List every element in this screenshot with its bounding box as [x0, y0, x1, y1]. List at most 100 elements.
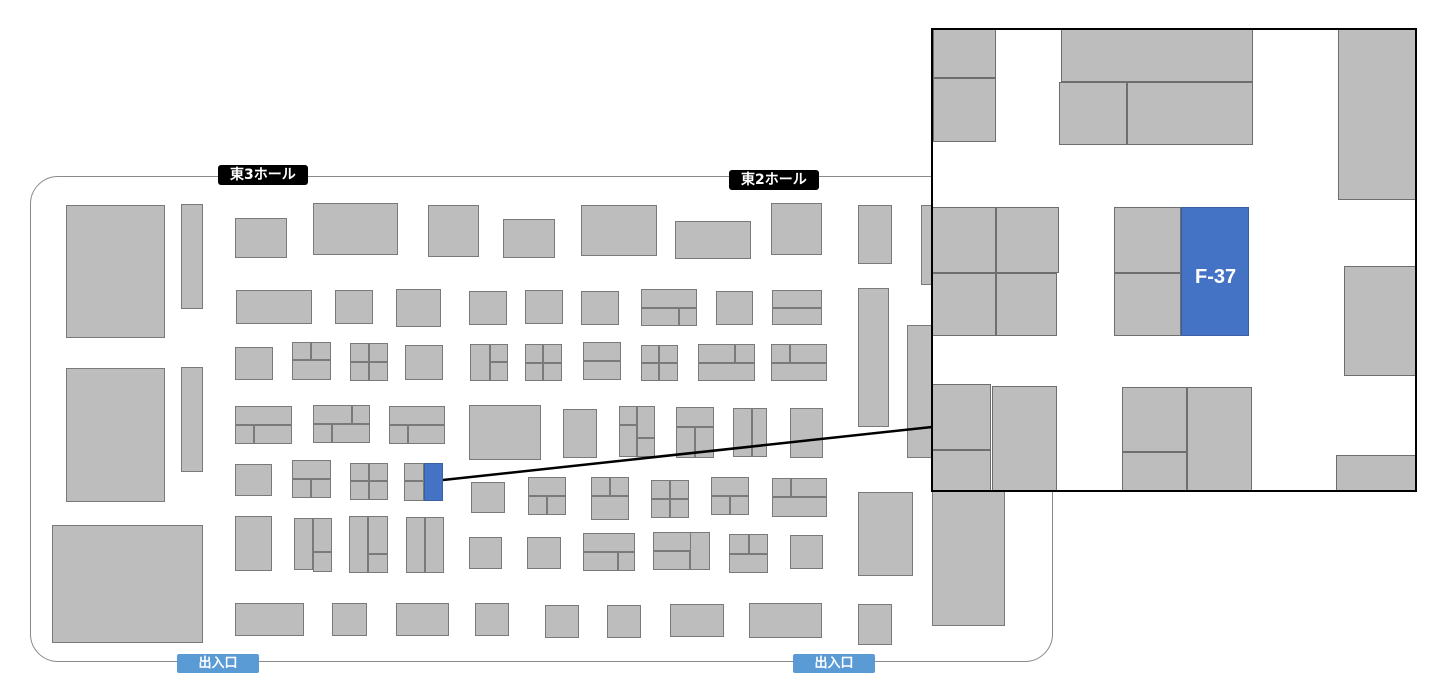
booth[interactable] — [235, 218, 287, 258]
booth[interactable] — [858, 205, 892, 264]
booth[interactable] — [581, 205, 657, 256]
booth[interactable] — [749, 534, 768, 554]
booth[interactable] — [235, 464, 272, 496]
booth[interactable] — [618, 552, 635, 571]
booth[interactable] — [236, 290, 312, 324]
booth[interactable] — [711, 496, 730, 515]
booth[interactable] — [563, 409, 597, 458]
booth[interactable] — [695, 427, 714, 458]
booth[interactable] — [313, 405, 352, 424]
booth[interactable] — [469, 537, 502, 569]
booth[interactable] — [583, 361, 621, 380]
booth[interactable] — [653, 551, 690, 570]
booth[interactable] — [690, 532, 710, 570]
booth[interactable] — [932, 491, 1005, 626]
booth[interactable] — [313, 203, 398, 255]
booth[interactable] — [547, 496, 566, 515]
booth[interactable] — [670, 499, 689, 518]
booth[interactable] — [311, 479, 331, 498]
booth[interactable] — [607, 605, 641, 638]
booth[interactable] — [583, 342, 621, 361]
booth[interactable] — [389, 425, 408, 444]
booth[interactable] — [292, 360, 331, 380]
booth[interactable] — [235, 425, 254, 444]
booth[interactable] — [735, 344, 755, 363]
booth[interactable] — [52, 525, 203, 643]
booth[interactable] — [350, 463, 369, 481]
booth[interactable] — [858, 288, 889, 427]
booth[interactable] — [475, 603, 509, 636]
booth[interactable] — [294, 518, 313, 570]
booth[interactable] — [368, 554, 388, 573]
booth[interactable] — [405, 345, 443, 380]
booth[interactable] — [771, 203, 822, 255]
booth[interactable] — [311, 342, 331, 360]
booth[interactable] — [389, 406, 445, 425]
booth[interactable] — [350, 343, 369, 362]
booth[interactable] — [181, 204, 203, 309]
booth[interactable] — [525, 363, 543, 381]
booth[interactable] — [368, 516, 388, 554]
booth[interactable] — [729, 534, 749, 554]
booth[interactable] — [428, 205, 479, 257]
booth[interactable] — [610, 477, 629, 496]
booth[interactable] — [583, 552, 618, 571]
booth[interactable] — [332, 424, 370, 443]
booth[interactable] — [772, 308, 822, 325]
booth[interactable] — [752, 408, 767, 457]
booth[interactable] — [527, 537, 561, 569]
booth[interactable] — [591, 496, 629, 520]
booth[interactable] — [490, 362, 508, 381]
booth[interactable] — [711, 477, 749, 496]
booth[interactable] — [651, 480, 670, 499]
booth[interactable] — [396, 289, 441, 327]
booth[interactable] — [332, 603, 367, 636]
booth[interactable] — [790, 535, 823, 569]
booth[interactable] — [670, 604, 724, 637]
booth[interactable] — [408, 425, 445, 444]
booth[interactable] — [641, 363, 659, 381]
booth[interactable] — [406, 517, 425, 573]
booth[interactable] — [66, 368, 165, 502]
booth[interactable] — [471, 482, 505, 513]
booth[interactable] — [772, 497, 827, 517]
booth[interactable] — [698, 363, 755, 381]
booth[interactable] — [772, 478, 791, 497]
booth[interactable] — [679, 308, 697, 326]
booth[interactable] — [525, 344, 543, 363]
booth[interactable] — [619, 406, 637, 425]
booth[interactable] — [469, 405, 541, 460]
booth[interactable] — [676, 407, 714, 427]
booth[interactable] — [790, 408, 823, 458]
booth[interactable] — [791, 478, 827, 497]
booth[interactable] — [716, 291, 753, 325]
booth[interactable] — [637, 438, 655, 457]
booth[interactable] — [641, 289, 697, 308]
highlighted-booth-zoomed[interactable] — [1181, 207, 1249, 336]
booth[interactable] — [528, 496, 547, 515]
booth[interactable] — [313, 518, 332, 552]
booth[interactable] — [771, 363, 827, 381]
booth[interactable] — [698, 344, 735, 363]
booth[interactable] — [235, 603, 304, 636]
booth[interactable] — [470, 344, 490, 381]
booth[interactable] — [583, 533, 635, 552]
booth[interactable] — [292, 479, 311, 498]
booth[interactable] — [350, 481, 369, 500]
booth[interactable] — [469, 291, 507, 325]
booth[interactable] — [543, 363, 562, 381]
booth[interactable] — [545, 605, 579, 638]
booth[interactable] — [396, 603, 449, 636]
booth[interactable] — [503, 219, 555, 258]
booth[interactable] — [313, 424, 332, 443]
booth[interactable] — [235, 347, 273, 380]
booth[interactable] — [292, 460, 331, 479]
booth[interactable] — [591, 477, 610, 496]
booth[interactable] — [369, 463, 388, 481]
booth[interactable] — [525, 290, 563, 324]
booth[interactable] — [675, 221, 751, 259]
booth[interactable] — [858, 604, 892, 645]
booth[interactable] — [670, 480, 689, 499]
booth[interactable] — [404, 481, 424, 501]
booth[interactable] — [749, 603, 822, 638]
